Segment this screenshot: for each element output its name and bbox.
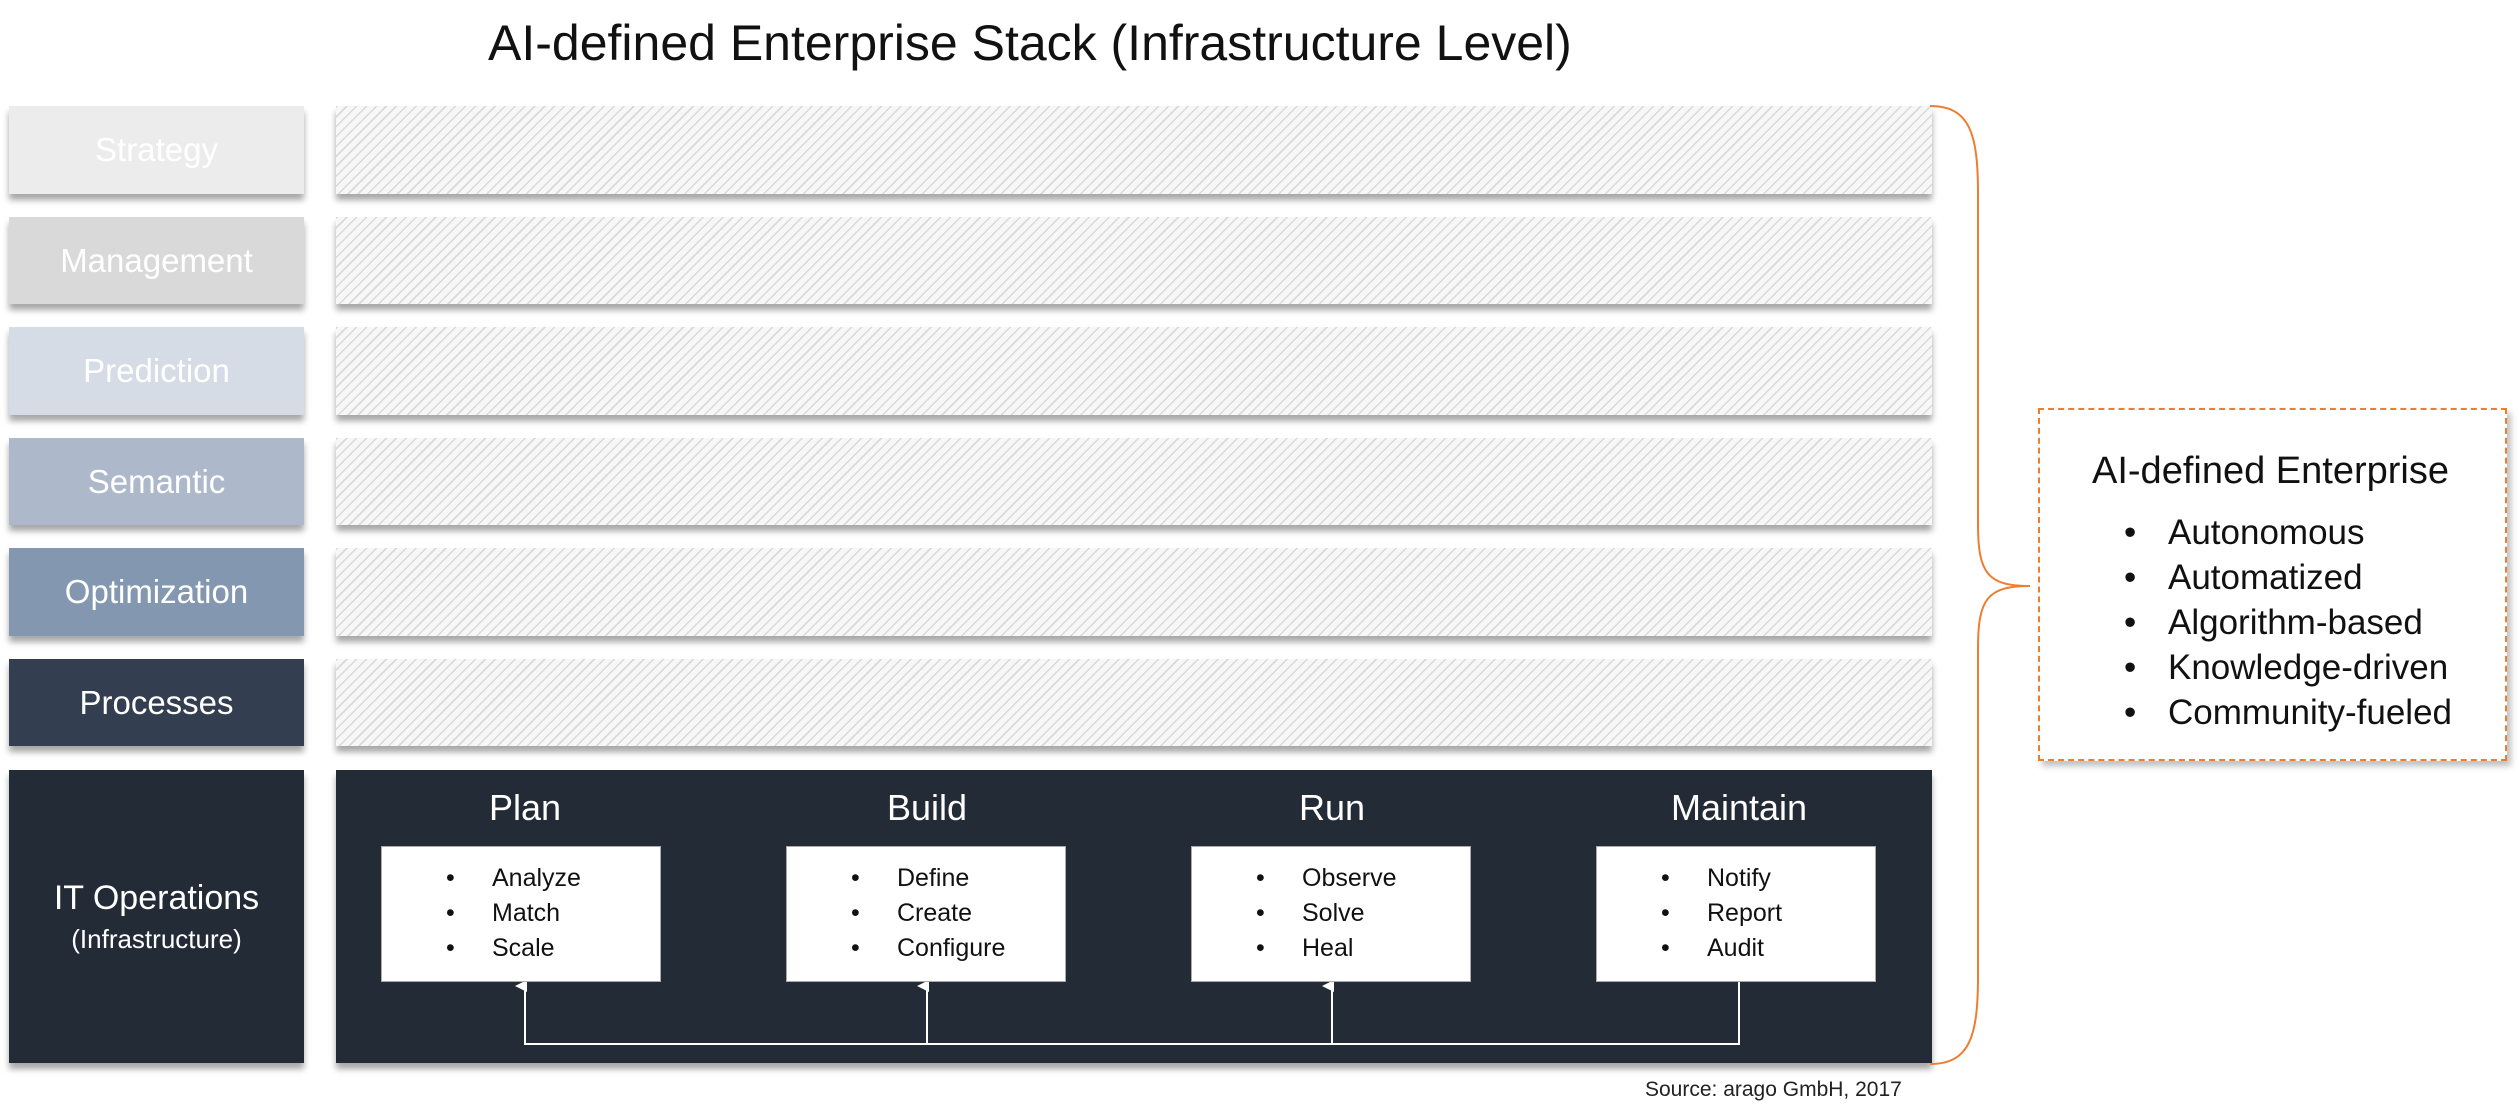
feedback-loop-arrows xyxy=(515,980,1740,1045)
phase-box-build: Define Create Configure xyxy=(786,846,1066,982)
list-item: Notify xyxy=(1661,861,1875,896)
phase-title-plan: Plan xyxy=(488,787,562,828)
list-item: Scale xyxy=(446,931,660,966)
list-item: Knowledge-driven xyxy=(2124,645,2452,690)
layer-label-management: Management xyxy=(9,217,304,304)
phase-box-run: Observe Solve Heal xyxy=(1191,846,1471,982)
layer-label-optimization: Optimization xyxy=(9,548,304,636)
list-item: Report xyxy=(1661,896,1875,931)
layer-label-processes: Processes xyxy=(9,659,304,746)
layer-label-strategy: Strategy xyxy=(9,106,304,194)
list-item: Configure xyxy=(851,931,1065,966)
phase-box-maintain: Notify Report Audit xyxy=(1596,846,1876,982)
layer-bar-optimization xyxy=(336,548,1932,636)
layer-bar-processes xyxy=(336,659,1932,746)
layer-bar-semantic xyxy=(336,438,1932,525)
list-item: Community-fueled xyxy=(2124,690,2452,735)
callout-title: AI-defined Enterprise xyxy=(2092,450,2449,492)
list-item: Solve xyxy=(1256,896,1470,931)
ai-enterprise-callout: AI-defined Enterprise Autonomous Automat… xyxy=(2038,408,2507,761)
it-operations-panel: Plan Analyze Match Scale Build Define Cr… xyxy=(336,770,1932,1063)
list-item: Create xyxy=(851,896,1065,931)
page-title: AI-defined Enterprise Stack (Infrastruct… xyxy=(488,15,1572,71)
list-item: Autonomous xyxy=(2124,510,2452,555)
list-item: Algorithm-based xyxy=(2124,600,2452,645)
list-item: Match xyxy=(446,896,660,931)
list-item: Heal xyxy=(1256,931,1470,966)
layer-bar-strategy xyxy=(336,106,1932,194)
phase-title-maintain: Maintain xyxy=(1670,787,1808,828)
it-operations-label: IT Operations (Infrastructure) xyxy=(9,770,304,1063)
list-item: Define xyxy=(851,861,1065,896)
list-item: Observe xyxy=(1256,861,1470,896)
list-item: Automatized xyxy=(2124,555,2452,600)
curly-brace xyxy=(1930,105,2030,1065)
source-note: Source: arago GmbH, 2017 xyxy=(1645,1078,1902,1101)
phase-title-build: Build xyxy=(886,787,968,828)
it-operations-subtitle: (Infrastructure) xyxy=(71,923,242,954)
it-operations-title: IT Operations xyxy=(53,878,260,917)
phase-box-plan: Analyze Match Scale xyxy=(381,846,661,982)
list-item: Analyze xyxy=(446,861,660,896)
list-item: Audit xyxy=(1661,931,1875,966)
phase-title-run: Run xyxy=(1298,787,1366,828)
layer-label-prediction: Prediction xyxy=(9,327,304,415)
layer-bar-prediction xyxy=(336,327,1932,415)
layer-label-semantic: Semantic xyxy=(9,438,304,525)
layer-bar-management xyxy=(336,217,1932,304)
